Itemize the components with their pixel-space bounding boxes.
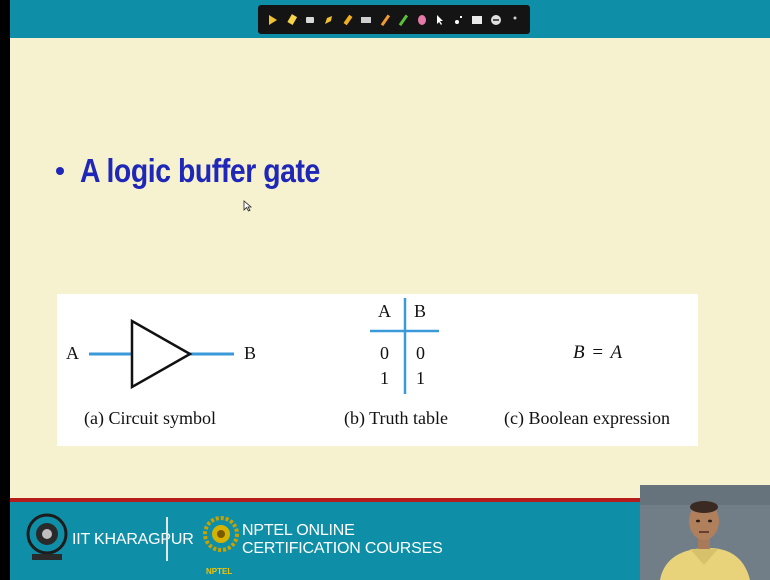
iit-kharagpur-logo-icon [26, 513, 68, 560]
nptel-tag: NPTEL [206, 567, 233, 576]
truth-header-a: A [378, 301, 391, 321]
more-icon[interactable] [509, 13, 521, 26]
caption-truth-table: (b) Truth table [344, 408, 449, 428]
footer-course-line1: NPTEL ONLINE [242, 522, 355, 539]
buffer-gate-figure: A B (a) Circuit symbol A B 0 0 1 1 (b) T… [57, 294, 698, 446]
pencil-icon[interactable] [379, 13, 391, 26]
footer-divider [166, 517, 168, 561]
laser-icon[interactable] [453, 13, 465, 26]
ink-icon[interactable] [416, 13, 428, 26]
nptel-logo-icon [203, 516, 239, 552]
truth-cell: 1 [416, 368, 425, 388]
eraser-icon[interactable] [304, 13, 316, 26]
input-label: A [66, 343, 79, 363]
footer-red-stripe [10, 498, 770, 502]
truth-cell: 1 [380, 368, 389, 388]
text-icon[interactable] [360, 13, 372, 26]
annotation-toolbar [258, 5, 530, 34]
mouse-cursor-icon [243, 200, 253, 212]
buffer-gate-symbol [89, 318, 234, 390]
arrow-icon[interactable] [267, 13, 279, 26]
marker-icon[interactable] [342, 13, 354, 26]
brush-icon[interactable] [397, 13, 409, 26]
bullet-dot [56, 167, 64, 175]
clear-icon[interactable] [490, 13, 502, 26]
expression-rhs: A [610, 342, 623, 363]
buffer-triangle [130, 318, 193, 390]
truth-cell: 0 [416, 343, 425, 363]
presenter-video [640, 485, 770, 580]
footer-course-line2: CERTIFICATION COURSES [242, 540, 443, 557]
truth-cell: 0 [380, 343, 389, 363]
caption-boolean-expression: (c) Boolean expression [504, 408, 670, 428]
footer-institute: IIT KHARAGPUR [72, 531, 194, 548]
highlighter-icon[interactable] [286, 13, 298, 26]
expression-equals: = [592, 342, 604, 363]
expression-lhs: B [573, 342, 585, 363]
pen-icon[interactable] [323, 13, 335, 26]
boolean-expression: B = A [573, 342, 622, 364]
truth-table-lines [370, 298, 439, 394]
bullet-item: A logic buffer gate [56, 152, 359, 190]
output-label: B [244, 343, 257, 363]
presenter-image [640, 485, 770, 580]
bullet-text: A logic buffer gate [80, 152, 320, 189]
whiteboard-icon[interactable] [471, 13, 483, 26]
truth-header-b: B [414, 301, 427, 321]
truth-table: A B 0 0 1 1 [369, 298, 441, 394]
caption-circuit-symbol: (a) Circuit symbol [84, 408, 216, 428]
pointer-icon[interactable] [434, 13, 446, 26]
